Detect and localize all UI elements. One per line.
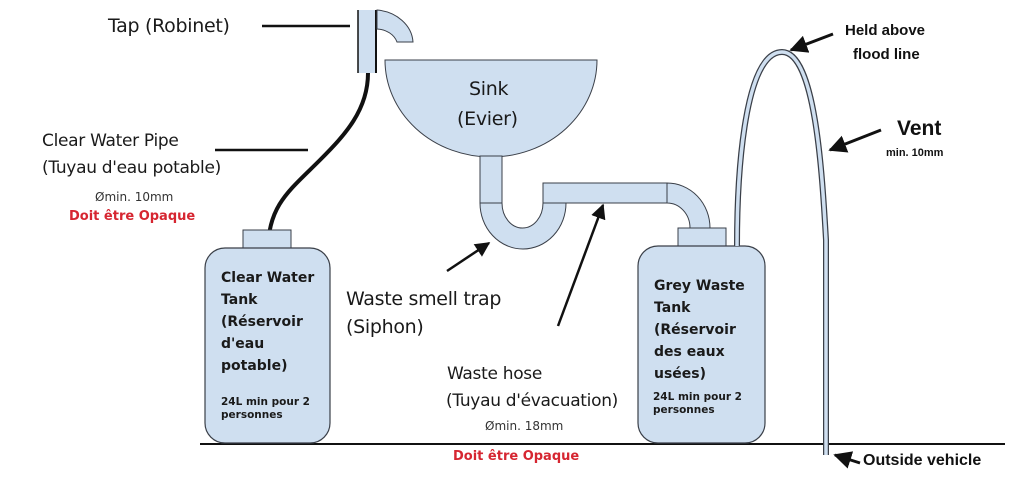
waste-hose-warning: Doit être Opaque: [453, 449, 580, 464]
clear-tank-label-line: Tank: [221, 292, 258, 308]
grey-tank-label-line: Tank: [654, 300, 691, 316]
clear-water-tank: [204, 247, 331, 444]
grey-tank-neck: [677, 227, 727, 248]
waste-hose-elbow: [666, 182, 711, 229]
flood-line-label-line2: flood line: [853, 46, 920, 63]
clear-tank-label: Clear Water Tank (Réservoir d'eau potabl…: [221, 267, 314, 377]
clear-tank-label-line: potable): [221, 358, 288, 374]
clear-tank-capacity-line: personnes: [221, 409, 283, 421]
grey-tank-capacity: 24L min pour 2 personnes: [653, 391, 742, 417]
clear-pipe-label-line2: (Tuyau d'eau potable): [42, 158, 221, 178]
waste-hose-label-line1: Waste hose: [447, 364, 543, 384]
waste-hose-label-line2: (Tuyau d'évacuation): [446, 391, 619, 411]
outside-vehicle-label: Outside vehicle: [863, 452, 982, 469]
sink-label-line1: Sink: [469, 78, 509, 100]
grey-waste-tank: [637, 245, 766, 444]
clear-water-pipe: [266, 72, 370, 251]
clear-tank-capacity-line: 24L min pour 2: [221, 396, 310, 408]
clear-tank-capacity: 24L min pour 2 personnes: [221, 396, 310, 422]
trap-label-line2: (Siphon): [346, 316, 424, 338]
grey-tank-capacity-line: personnes: [653, 404, 715, 416]
grey-tank-label-line: (Réservoir: [654, 322, 736, 338]
grey-tank-capacity-line: 24L min pour 2: [653, 391, 742, 403]
clear-pipe-warning: Doit être Opaque: [69, 209, 196, 224]
clear-tank-label-line: d'eau: [221, 336, 265, 352]
tap-icon: [357, 9, 414, 73]
waste-hose-arrow: [556, 203, 606, 327]
vent-arrow: [828, 128, 882, 153]
tap-label: Tap (Robinet): [108, 15, 230, 37]
waste-hose-diameter: Ømin. 18mm: [485, 419, 564, 433]
trap-drain-pipe: [479, 155, 503, 204]
clear-tank-label-line: (Réservoir: [221, 314, 303, 330]
vent-size-label: min. 10mm: [886, 147, 944, 159]
grey-tank-label-line: Grey Waste: [654, 278, 745, 294]
trap-u-bend: [479, 202, 567, 250]
trap-label-line1: Waste smell trap: [346, 288, 502, 310]
flood-line-label-line1: Held above: [845, 22, 926, 39]
trap-arrow: [446, 241, 491, 273]
grey-tank-label-line: des eaux: [654, 344, 725, 360]
vent-label: Vent: [897, 117, 942, 140]
clear-tank-neck: [242, 229, 292, 250]
grey-tank-label-line: usées): [654, 366, 707, 382]
clear-pipe-diameter: Ømin. 10mm: [95, 190, 174, 204]
sink-label-line2: (Evier): [457, 108, 518, 130]
clear-pipe-label-line1: Clear Water Pipe: [42, 131, 179, 151]
waste-hose-pipe: [542, 182, 668, 204]
vent-hose: [734, 48, 829, 455]
flood-line-arrow: [789, 32, 834, 53]
clear-tank-label-line: Clear Water: [221, 270, 315, 286]
outside-vehicle-arrow: [833, 451, 861, 469]
grey-tank-label: Grey Waste Tank (Réservoir des eaux usée…: [654, 275, 745, 385]
